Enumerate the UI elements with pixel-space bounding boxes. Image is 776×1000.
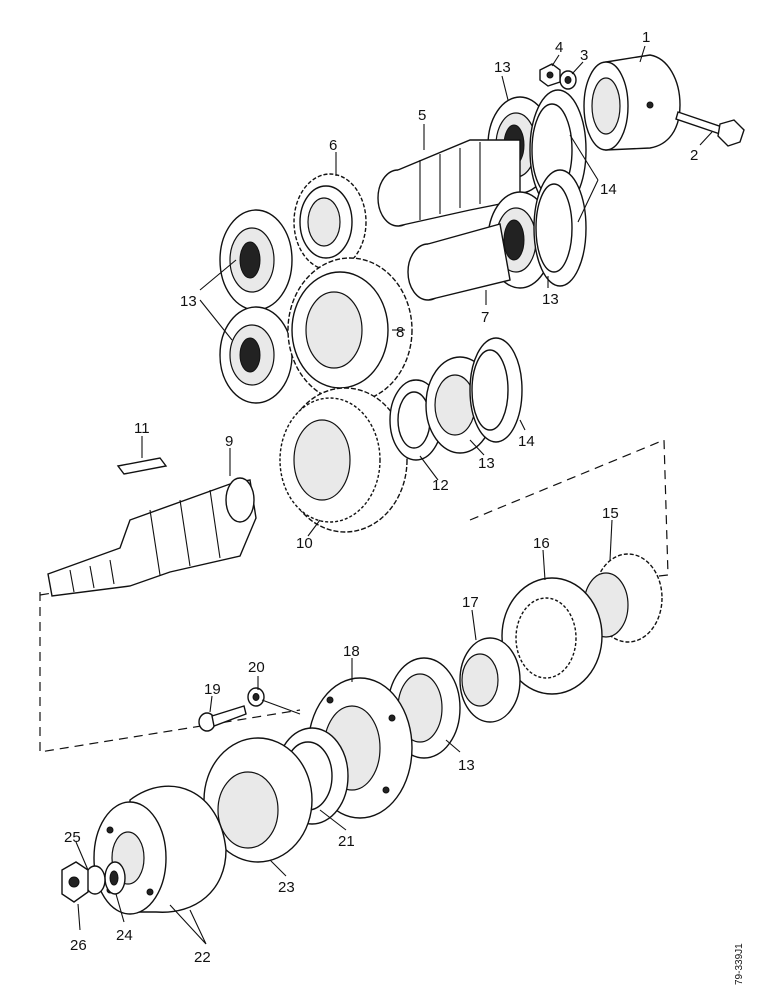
label-4: 4 [555,39,563,56]
part-26-nut [61,861,89,903]
label-16: 16 [533,535,550,552]
part-9-shaft [47,477,257,597]
label-7: 7 [481,309,489,326]
label-23: 23 [278,879,295,896]
label-5: 5 [418,107,426,124]
label-24: 24 [116,927,133,944]
part-labels: 1 2 3 4 5 6 7 8 9 10 11 12 13 13 13 13 1… [64,29,698,966]
part-7-shaft [407,223,511,301]
part-8-gear [287,257,413,403]
part-24-washer [104,861,126,895]
leader-lines [75,45,713,945]
shim-14-middle [469,337,523,443]
label-8: 8 [396,324,404,341]
label-1: 1 [642,29,650,46]
label-10: 10 [296,535,313,552]
label-18: 18 [343,643,360,660]
part-3-washer [559,70,577,90]
label-11: 11 [134,420,150,437]
label-3: 3 [580,47,588,64]
label-19: 19 [204,681,221,698]
label-17: 17 [462,594,479,611]
part-17-cone [459,637,521,723]
label-13b: 13 [542,291,559,308]
part-23-cover [203,737,313,863]
label-13d: 13 [478,455,495,472]
part-6-gear [293,173,367,271]
part-12-ring [389,379,443,461]
label-21: 21 [338,833,355,850]
label-20: 20 [248,659,265,676]
part-1-sleeve [583,54,681,151]
label-26: 26 [70,937,87,954]
label-6: 6 [329,137,337,154]
shim-14-mid [533,169,587,287]
part-4-nut [539,63,561,87]
part-10-gear [279,387,408,533]
label-15: 15 [602,505,619,522]
label-13e: 13 [458,757,475,774]
part-11-key [116,457,168,475]
drawing-reference: 79-339J1 [734,943,745,985]
label-12: 12 [432,477,449,494]
bearing-13-left-lower [219,306,293,404]
part-20-washer [247,687,265,707]
label-22: 22 [194,949,211,966]
part-5-shaft [377,139,521,227]
label-13c: 13 [180,293,197,310]
label-25: 25 [64,829,81,846]
label-14a: 14 [600,181,617,198]
label-14b: 14 [518,433,535,450]
part-22-flange [93,785,227,915]
label-2: 2 [690,147,698,164]
bearing-13-left-upper [219,209,293,311]
label-13a: 13 [494,59,511,76]
part-16-ring-gear [501,577,603,695]
part-2-bolt [675,111,745,147]
part-19-bolt [198,705,247,732]
label-9: 9 [225,433,233,450]
